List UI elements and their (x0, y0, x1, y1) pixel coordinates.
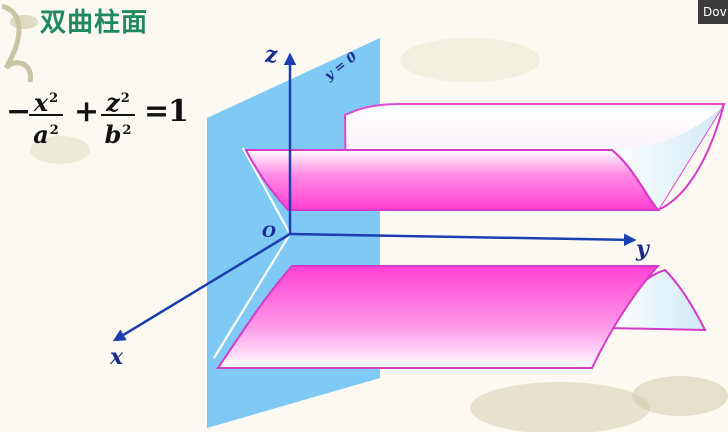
exponent: 2 (122, 123, 132, 138)
rhs-one: 1 (168, 94, 189, 129)
numerator-z: z (106, 88, 120, 117)
upper-sheet-front (244, 149, 661, 211)
upper-sheet-right-rim (611, 103, 725, 212)
plus-sign: + (74, 94, 100, 129)
fraction-bar (29, 114, 63, 116)
fraction-z-over-b: z2 b2 (98, 84, 138, 149)
fraction-bar (101, 114, 135, 116)
exponent: 2 (49, 123, 59, 138)
lower-sheet-front (216, 265, 661, 369)
y-axis-label: y (636, 236, 649, 262)
x-axis (112, 232, 291, 342)
leaf-decoration (30, 136, 90, 164)
leaf-decoration (400, 38, 540, 82)
page-title: 双曲柱面 (40, 8, 149, 38)
minus-sign: − (6, 94, 32, 129)
exponent: 2 (120, 91, 130, 106)
asymptote-line (213, 233, 291, 359)
corner-badge[interactable]: Dov (698, 0, 728, 24)
equals-sign: = (144, 94, 170, 129)
numerator-x: x (33, 88, 49, 117)
upper-sheet-inner (610, 104, 724, 210)
denominator-b: b (104, 120, 122, 149)
exponent: 2 (49, 91, 59, 106)
z-axis-label: z (265, 42, 278, 68)
leaf-decoration (632, 376, 728, 416)
leaf-decoration (10, 15, 38, 29)
fraction-x-over-a: x2 a2 (26, 84, 66, 149)
asymptote-line (242, 147, 291, 235)
denominator-a: a (33, 120, 49, 149)
x-axis-label: x (110, 344, 124, 370)
y-axis (289, 232, 637, 247)
leaf-decoration (470, 382, 650, 432)
origin-label: O (262, 222, 276, 241)
